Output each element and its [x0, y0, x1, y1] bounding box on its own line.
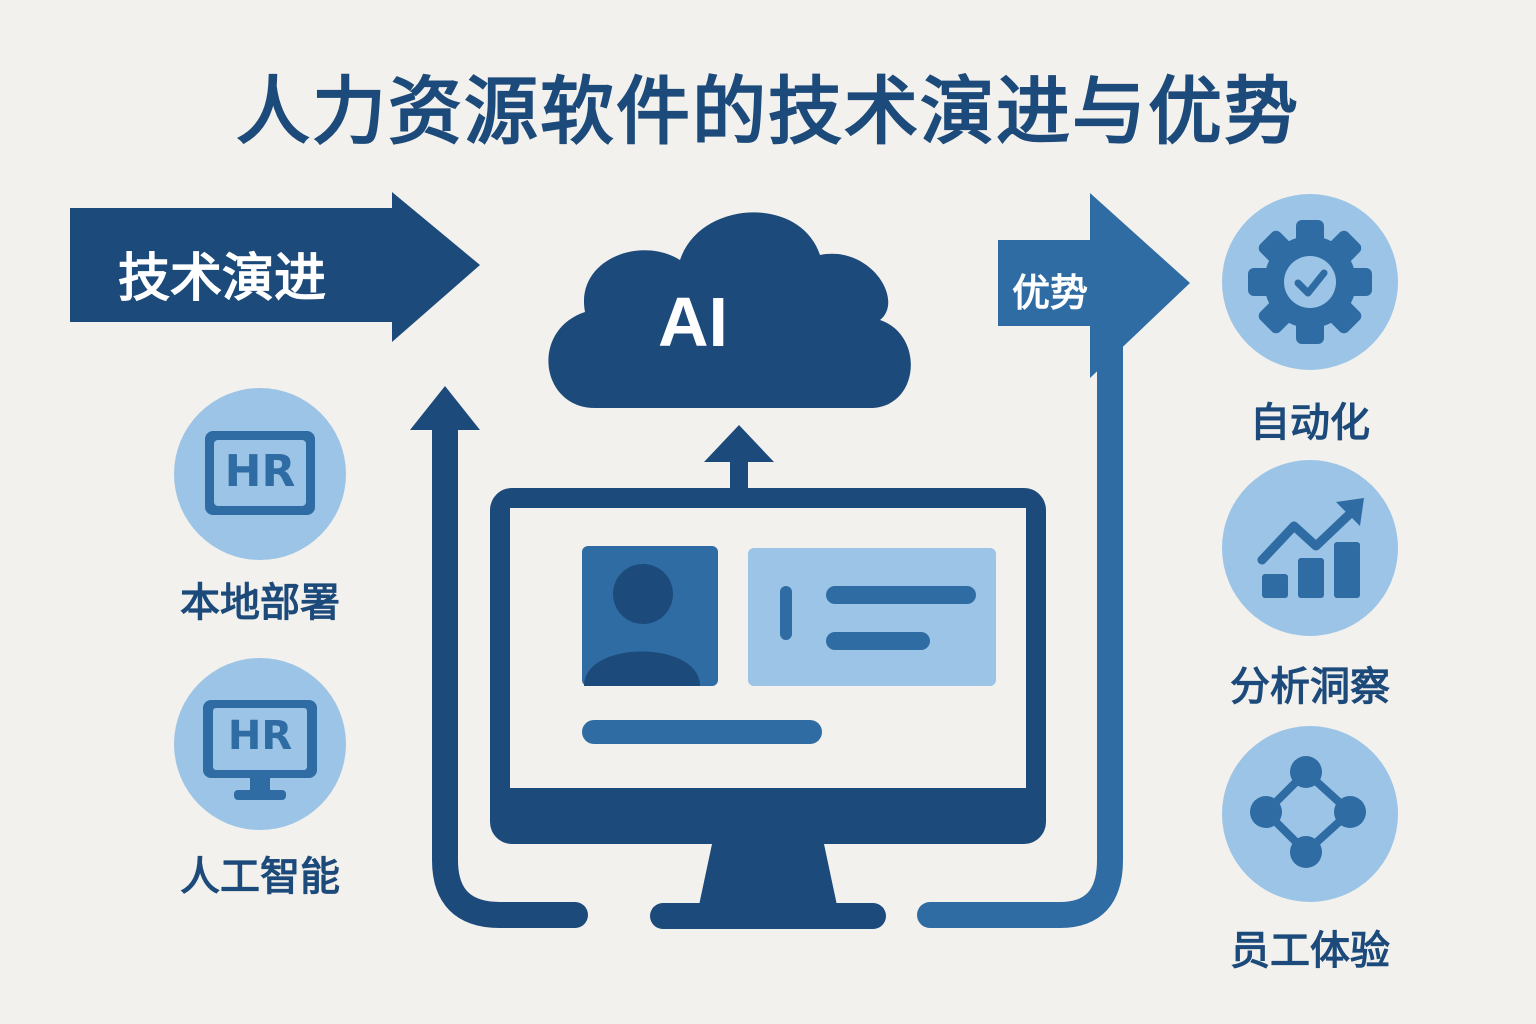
- experience-circle: [1222, 726, 1398, 902]
- experience-label: 员工体验: [1230, 928, 1390, 974]
- advantage-label: 优势: [1012, 271, 1089, 315]
- monitor-to-cloud-head: [704, 425, 774, 462]
- automation-label: 自动化: [1250, 400, 1370, 446]
- check-mark-icon: [1294, 269, 1328, 297]
- on-premise-label: 本地部署: [180, 580, 340, 626]
- growth-arrow-head: [1336, 498, 1364, 526]
- gear-center: [1284, 256, 1336, 308]
- monitor-stand: [698, 844, 838, 910]
- tech-evolution-label: 技术演进: [118, 249, 327, 309]
- network-icon: [1250, 756, 1366, 868]
- tech-evolution-arrow: [70, 192, 480, 342]
- profile-body-icon: [584, 651, 700, 686]
- hr-badge-inner: [214, 440, 306, 506]
- screen-bottom-line: [582, 720, 822, 744]
- hr-monitor-stand: [250, 778, 270, 792]
- profile-head-icon: [613, 564, 673, 624]
- growth-line-icon: [1257, 503, 1361, 565]
- advantage-arrow-head: [998, 193, 1190, 378]
- analytics-circle: [1222, 460, 1398, 636]
- left-up-arrow-shaft: [432, 407, 588, 928]
- hr-monitor-base: [234, 790, 286, 800]
- monitor-to-cloud-shaft: [730, 455, 748, 495]
- ai-label: AI: [658, 283, 728, 361]
- card-bar-vertical: [780, 586, 792, 640]
- analytics-label: 分析洞察: [1230, 664, 1390, 710]
- card-line-2: [826, 632, 930, 650]
- ai-cloud: [548, 212, 911, 408]
- hr-monitor-screen: [213, 708, 307, 770]
- card-line-1: [826, 586, 976, 604]
- monitor-base: [650, 903, 886, 929]
- hr-monitor-text: HR: [227, 713, 293, 759]
- advantage-arrow-tail: [917, 307, 1123, 928]
- growth-chart-icon: [1262, 542, 1360, 598]
- profile-card: [748, 548, 996, 686]
- ai-item-label: 人工智能: [180, 854, 340, 900]
- hr-badge-text: HR: [224, 446, 296, 497]
- page-title: 人力资源软件的技术演进与优势: [236, 69, 1300, 155]
- left-up-arrow-head: [410, 386, 480, 430]
